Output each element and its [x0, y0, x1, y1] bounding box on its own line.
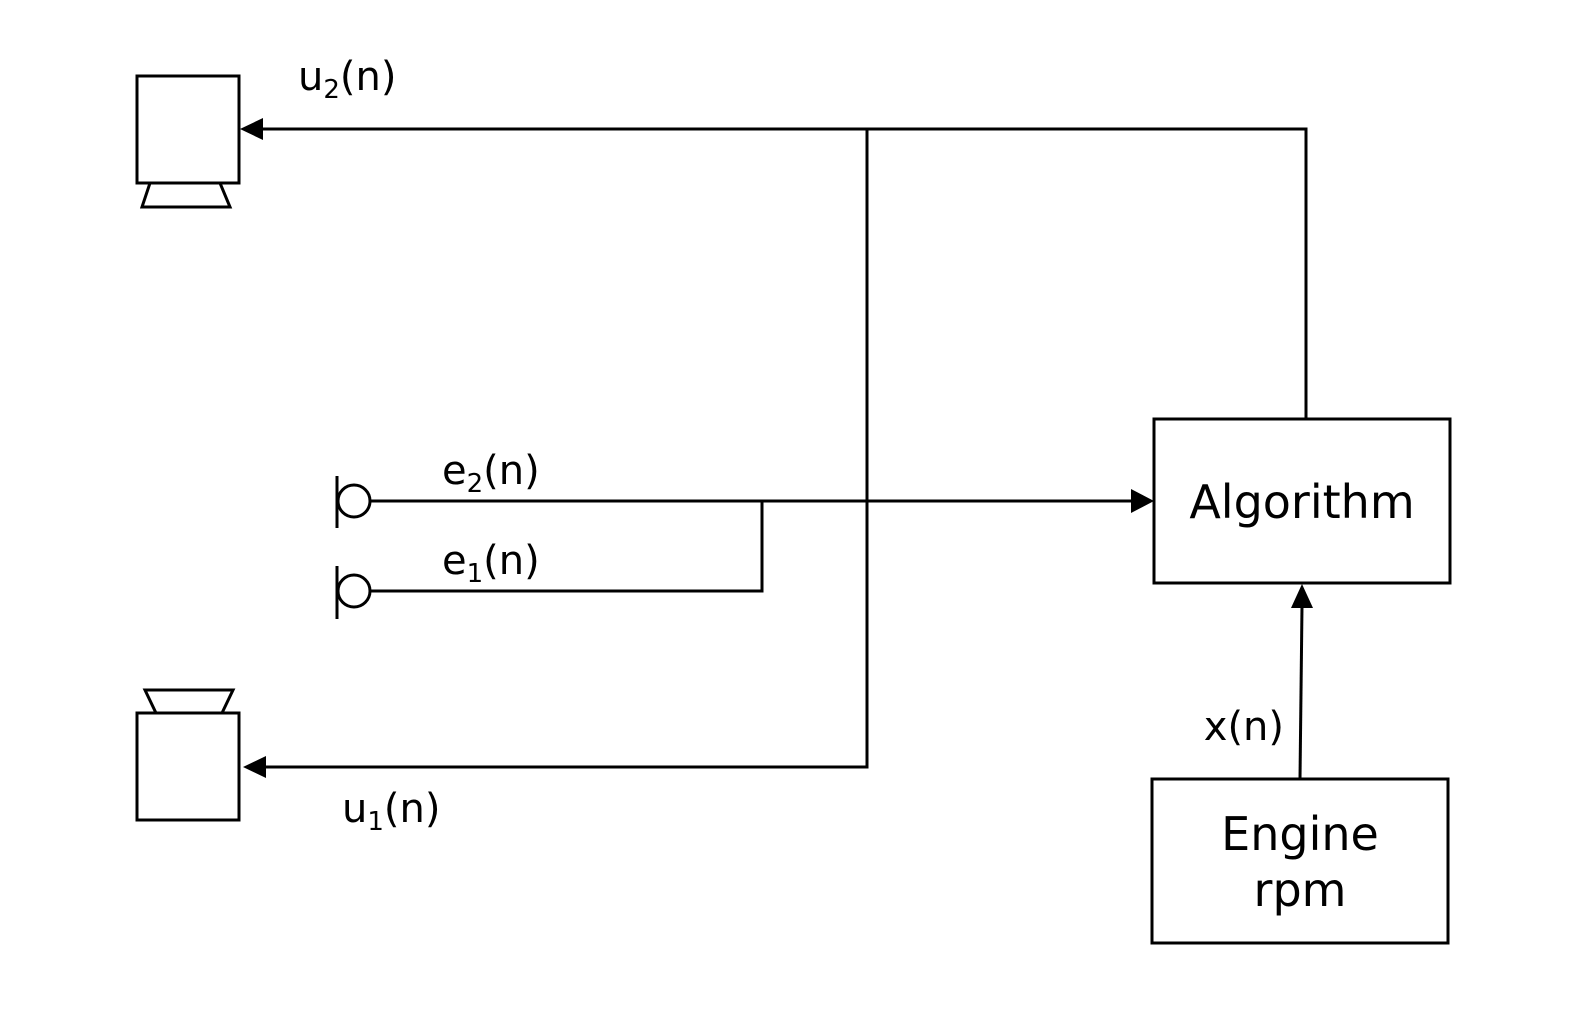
e1-label: e1(n): [442, 538, 540, 589]
u1-arrowhead-icon: [243, 756, 266, 778]
engine-label-line1: Engine: [1221, 807, 1379, 861]
speaker-bottom-cone: [142, 688, 236, 715]
x-arrowhead-icon: [1291, 584, 1313, 608]
reference-wiring: [1291, 584, 1313, 780]
e1-line: [370, 501, 764, 593]
x-line: [1298, 605, 1304, 780]
engine-block: Engine rpm: [1150, 777, 1450, 945]
microphone-e1-icon: [335, 566, 372, 619]
x-label: x(n): [1204, 704, 1284, 750]
u2-arrowhead-icon: [240, 118, 263, 140]
u1-line: [265, 129, 869, 769]
output-wiring: [240, 118, 1308, 778]
e2-label: e2(n): [442, 448, 540, 499]
engine-label-line2: rpm: [1254, 863, 1347, 917]
microphone-e2-icon: [335, 476, 372, 528]
u1-label: u1(n): [342, 786, 440, 837]
speaker-bottom-body: [135, 711, 241, 822]
speaker-top-cone: [139, 181, 233, 209]
error-wiring: [370, 489, 1154, 593]
u2-label: u2(n): [298, 54, 396, 105]
e-arrowhead-icon: [1131, 489, 1154, 513]
algorithm-label: Algorithm: [1189, 475, 1414, 529]
engine-box: [1150, 777, 1450, 945]
speaker-top-icon: [135, 74, 241, 209]
speaker-top-body: [135, 74, 241, 185]
algorithm-block: Algorithm: [1152, 417, 1452, 585]
u2-line: [262, 127, 1308, 419]
speaker-bottom-icon: [135, 688, 241, 822]
